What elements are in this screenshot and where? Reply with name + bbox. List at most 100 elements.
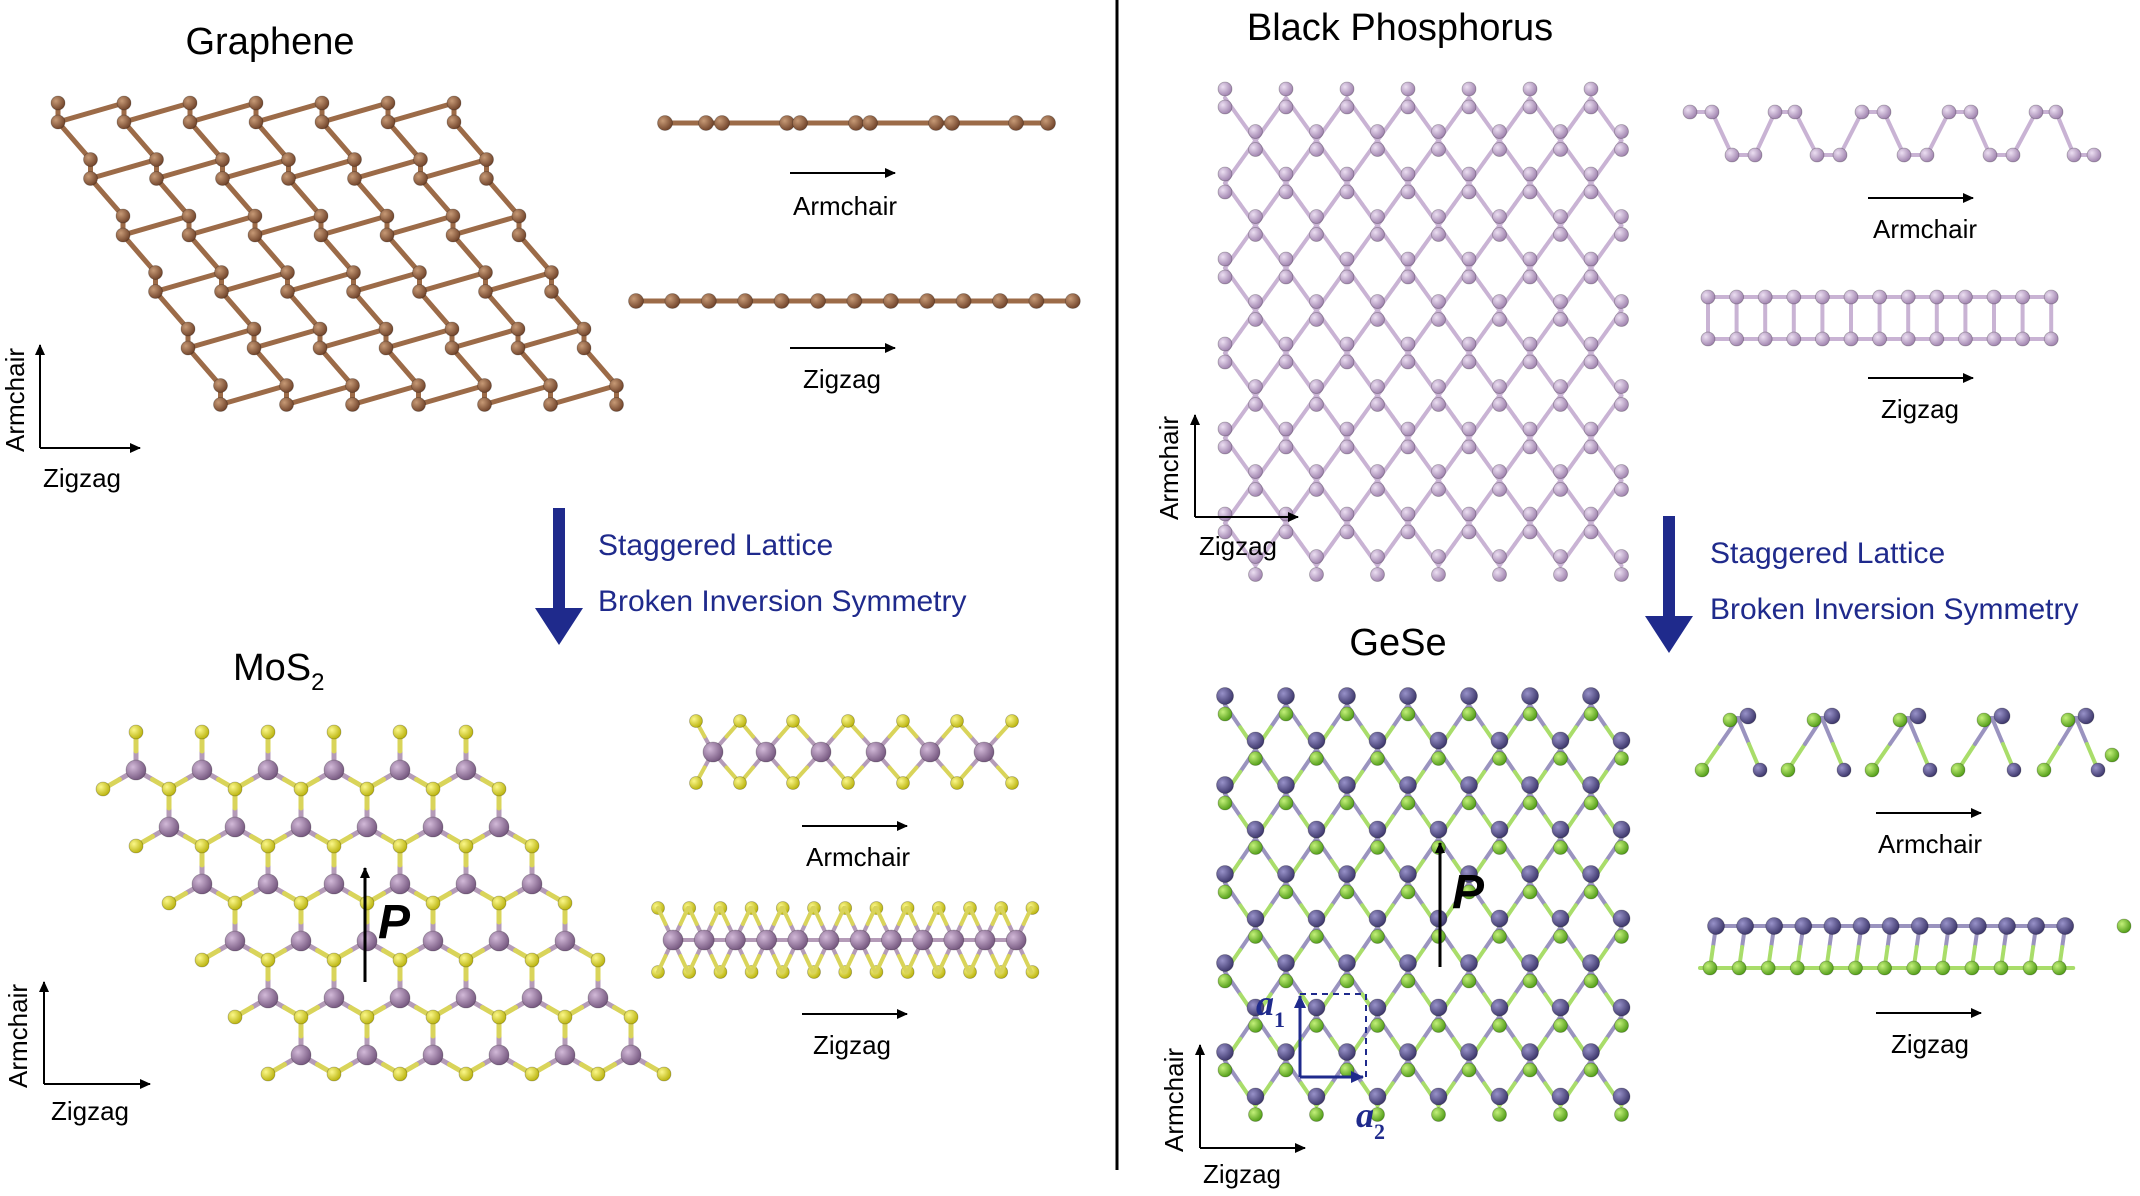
sulfur-atom [841, 776, 855, 790]
sulfur-atom [260, 1066, 276, 1082]
phosphorus-atom [1309, 124, 1324, 139]
selenium-atom [1217, 795, 1233, 811]
carbon-bond [220, 157, 291, 181]
phosphorus-atom [1614, 124, 1629, 139]
phosphorus-atom [1217, 184, 1233, 200]
molybdenum-atom [290, 1044, 312, 1066]
bp-side-view-zigzag [1700, 289, 2059, 347]
carbon-atom [346, 265, 361, 280]
phosphorus-atom [1309, 209, 1324, 224]
germanium-atom [1277, 865, 1295, 883]
selenium-atom [1848, 960, 1863, 976]
carbon-bond [385, 100, 457, 125]
phosphorus-atom [1522, 81, 1538, 97]
carbon-atom [313, 227, 329, 243]
molybdenum-atom [257, 987, 279, 1009]
carbon-bond [384, 213, 456, 238]
phosphorus-atom [1309, 567, 1324, 582]
germanium-atom [1338, 865, 1356, 883]
carbon-bond [185, 345, 223, 388]
phosphorus-atom [1248, 482, 1263, 497]
carbon-atom [379, 227, 395, 243]
graphene-axis-zigzag-label: Zigzag [43, 463, 121, 493]
selenium-atom [1522, 884, 1538, 900]
germanium-atom [1460, 687, 1478, 705]
carbon-bond [121, 119, 159, 162]
phosphorus-bond [1925, 110, 1951, 157]
carbon-bond [252, 213, 324, 238]
carbon-bond [285, 289, 323, 332]
bond [772, 906, 784, 926]
sulfur-atom [293, 895, 309, 911]
carbon-atom [246, 340, 262, 356]
phosphorus-atom [2043, 289, 2059, 305]
left-broken-symmetry-label: Broken Inversion Symmetry [598, 585, 966, 618]
carbon-atom [810, 293, 826, 309]
phosphorus-atom [1461, 506, 1477, 522]
molybdenum-atom [974, 929, 996, 951]
bp-zigzag-label: Zigzag [1881, 394, 1959, 424]
sulfur-atom [227, 1009, 243, 1025]
phosphorus-atom [1843, 331, 1859, 347]
carbon-atom [378, 340, 394, 356]
mos2-side-view-zigzag [651, 901, 1040, 979]
sulfur-atom [425, 895, 441, 911]
bond [2074, 716, 2089, 746]
carbon-bond [186, 232, 224, 275]
selenium-atom [1522, 706, 1538, 722]
germanium-atom [1460, 865, 1478, 883]
phosphorus-atom [1400, 336, 1416, 352]
phosphorus-atom [1339, 184, 1355, 200]
selenium-atom [1400, 884, 1416, 900]
phosphorus-atom [1522, 336, 1538, 352]
carbon-atom [698, 115, 714, 131]
carbon-atom [446, 95, 462, 111]
phosphorus-atom [1217, 166, 1233, 182]
gese-side-view-armchair [1694, 707, 2120, 778]
phosphorus-atom [1461, 439, 1477, 455]
gese-axis-zigzag-label: Zigzag [1203, 1159, 1281, 1189]
phosphorus-atom [1278, 354, 1294, 370]
bond [1820, 716, 1835, 746]
phosphorus-atom [1339, 354, 1355, 370]
phosphorus-atom [1583, 81, 1599, 97]
germanium-atom [1246, 909, 1265, 928]
molybdenum-atom [323, 987, 345, 1009]
phosphorus-atom [1815, 289, 1830, 305]
gese-title: GeSe [1349, 622, 1446, 664]
phosphorus-atom [1217, 506, 1233, 522]
selenium-atom [1400, 973, 1416, 989]
carbon-bond [318, 213, 390, 238]
germanium-atom [1338, 1043, 1356, 1061]
phosphorus-atom [1400, 524, 1416, 540]
graphene-armchair-label: Armchair [793, 191, 897, 221]
selenium-atom [1431, 1107, 1446, 1122]
carbon-atom [314, 114, 330, 130]
sulfur-atom [425, 781, 441, 797]
carbon-atom [544, 265, 559, 280]
phosphorus-atom [1614, 482, 1629, 497]
selenium-atom [1935, 960, 1951, 976]
carbon-atom [345, 378, 360, 393]
phosphorus-atom [1786, 331, 1802, 347]
carbon-bond [55, 100, 127, 125]
selenium-atom [2036, 762, 2052, 778]
germanium-atom [1582, 776, 1600, 794]
carbon-atom [444, 321, 460, 337]
carbon-atom [510, 321, 526, 337]
sulfur-atom [260, 838, 276, 854]
molybdenum-atom [191, 759, 213, 781]
phosphorus-atom [1583, 336, 1599, 352]
carbon-atom [511, 227, 527, 243]
sulfur-atom [689, 776, 703, 790]
molybdenum-atom [488, 816, 510, 838]
phosphorus-atom [1522, 524, 1538, 540]
carbon-bond [251, 326, 323, 351]
phosphorus-atom [1614, 397, 1629, 412]
phosphorus-atom [1896, 147, 1912, 163]
carbon-atom [312, 340, 328, 356]
phosphorus-bond [2054, 110, 2076, 157]
phosphorus-atom [1217, 81, 1233, 97]
carbon-bond [418, 176, 456, 219]
selenium-atom [1492, 751, 1507, 766]
